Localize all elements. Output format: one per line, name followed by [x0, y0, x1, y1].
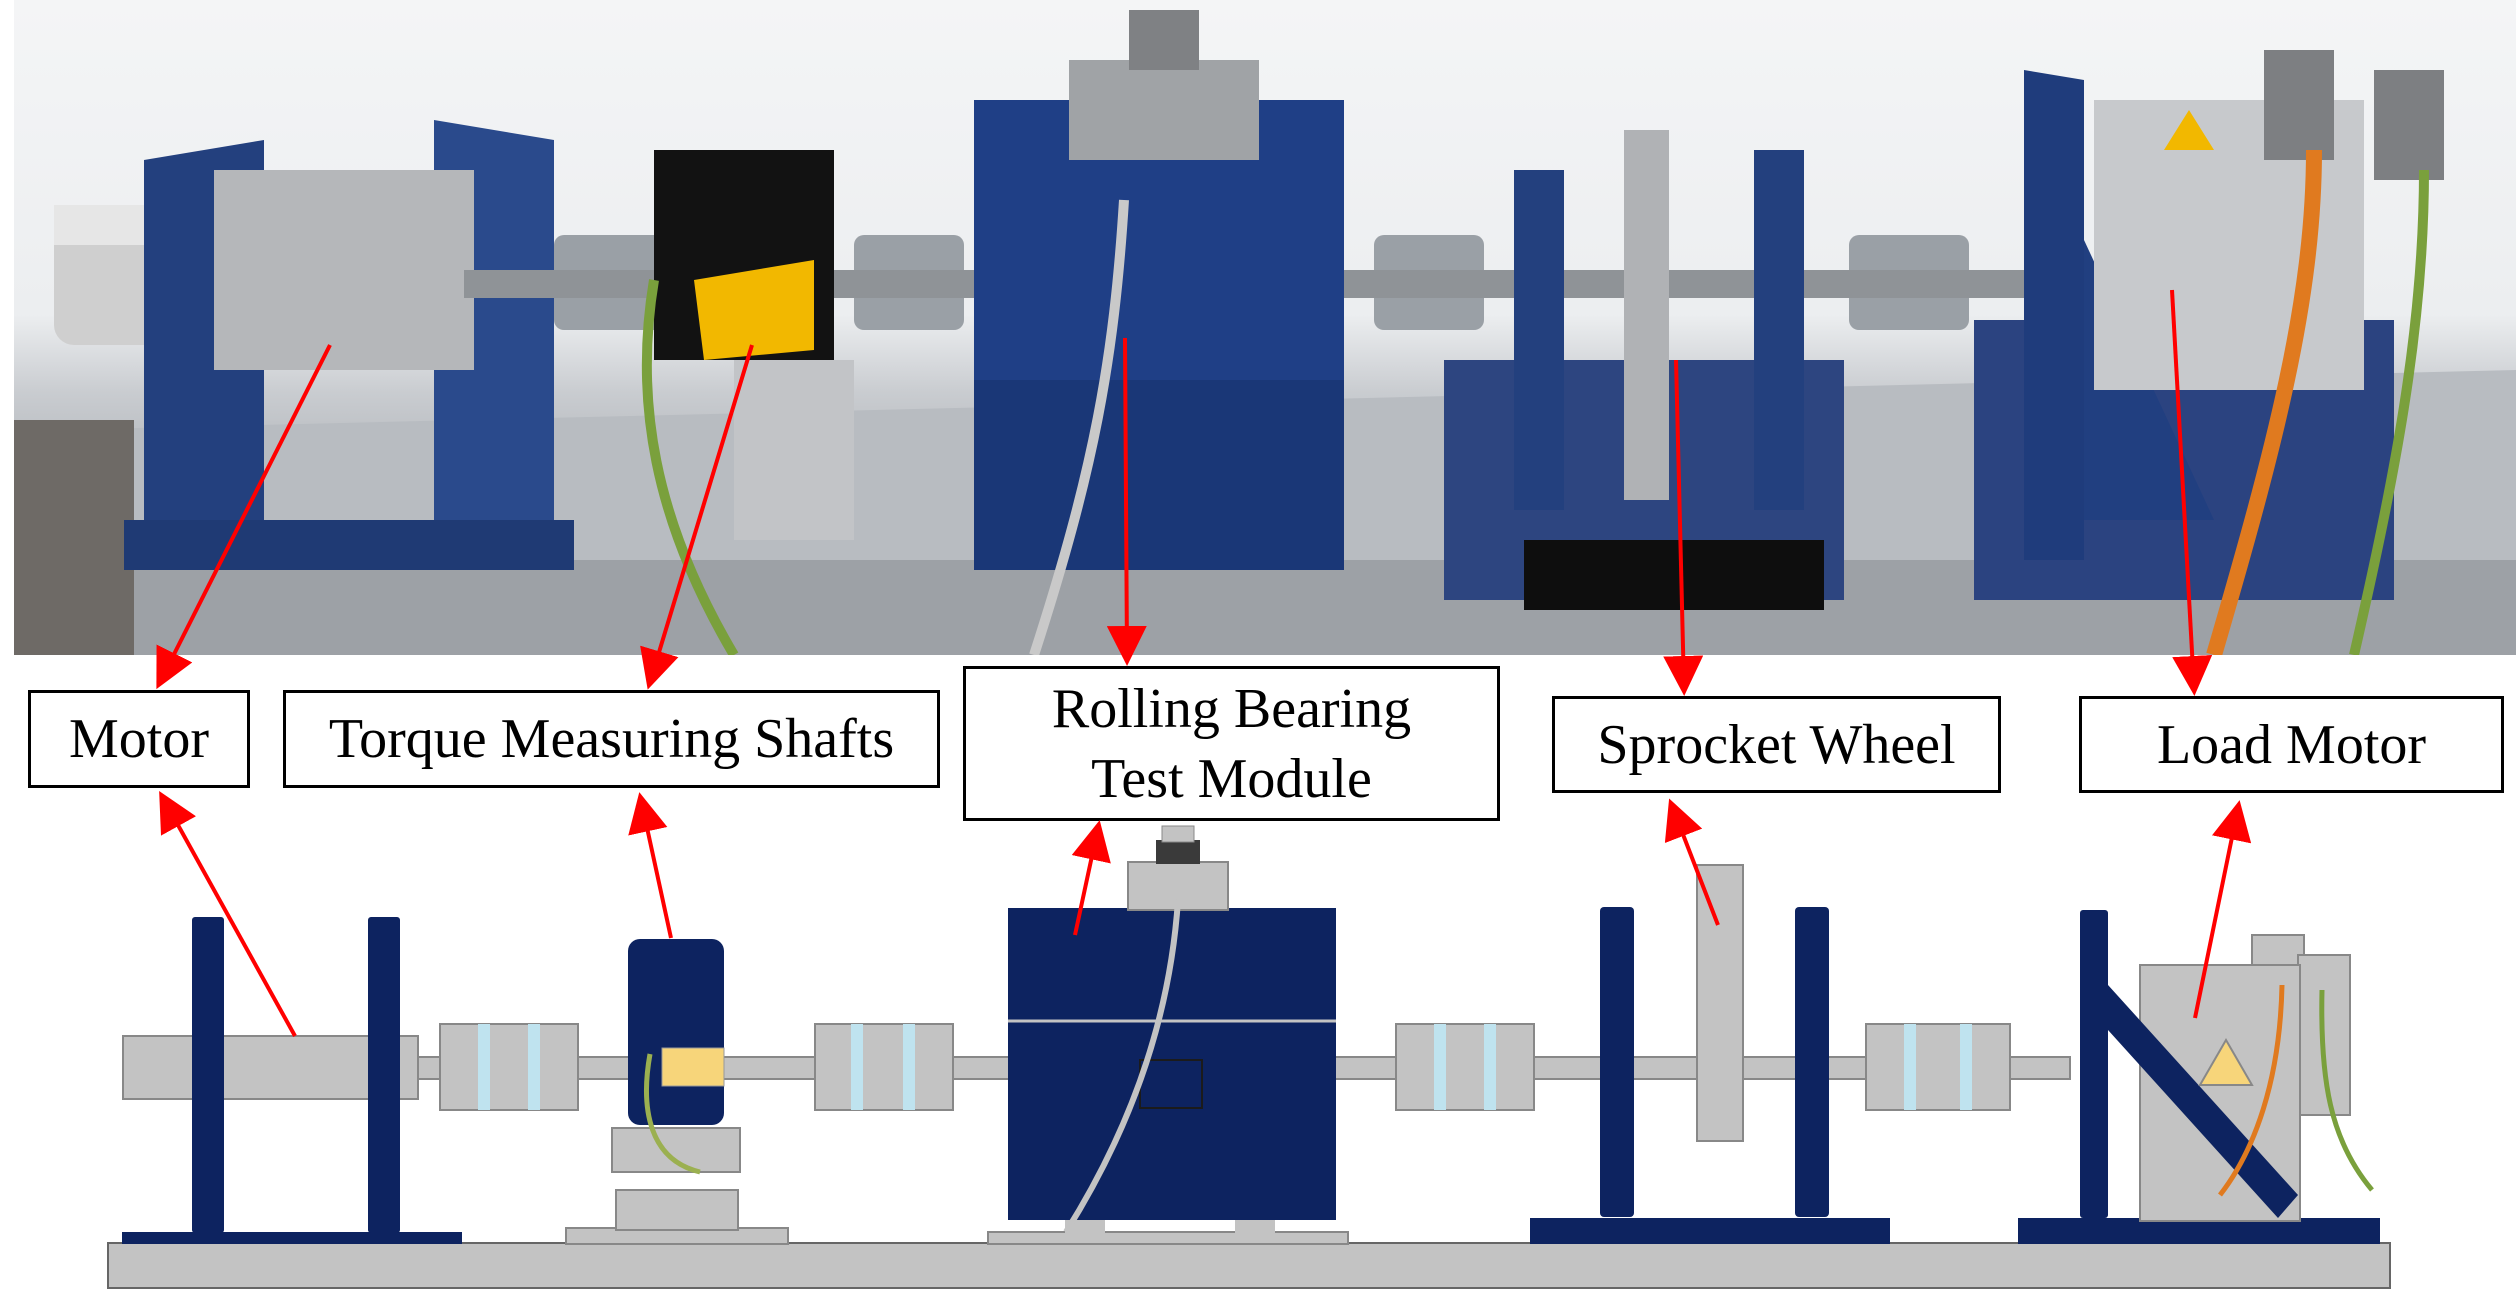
warning-triangle-icon: [2198, 1038, 2254, 1086]
label-torque-text: Torque Measuring Shafts: [328, 708, 895, 770]
left-block: [14, 420, 134, 655]
bearing-cable: [1063, 899, 1181, 1234]
orange-cable: [2218, 984, 2285, 1197]
coupling-2: [814, 1023, 954, 1111]
label-load-motor: Load Motor: [2079, 696, 2504, 793]
label-bearing-text: Rolling Bearing Test Module: [1051, 677, 1412, 810]
sprocket-stand-right: [1795, 907, 1829, 1217]
load-motor-assembly: [2018, 910, 2380, 1244]
label-motor-text: Motor: [69, 708, 209, 770]
coupling-4: [1865, 1023, 2011, 1111]
photo-torque-sensor: [654, 150, 854, 540]
label-motor: Motor: [28, 690, 250, 788]
torque-sensor-label: [661, 1047, 725, 1087]
label-sprocket: Sprocket Wheel: [1552, 696, 2001, 793]
coupling-3: [1395, 1023, 1535, 1111]
base-plate: [107, 1242, 2391, 1289]
torque-sensor: [565, 939, 789, 1245]
photo-bearing-module: [974, 10, 1344, 655]
sprocket-stand-left: [1600, 907, 1634, 1217]
label-sprocket-text: Sprocket Wheel: [1597, 713, 1956, 776]
coupling-1: [439, 1023, 579, 1111]
load-motor-stand: [2080, 910, 2108, 1218]
photo-sprocket: [1444, 130, 1844, 610]
motor-stand-right: [368, 917, 400, 1233]
sprocket-assembly: [1530, 864, 1890, 1244]
load-motor-brace: [2108, 985, 2298, 1218]
label-torque: Torque Measuring Shafts: [283, 690, 940, 788]
label-bearing: Rolling Bearing Test Module: [963, 666, 1500, 821]
warning-triangle-icon: [2164, 110, 2214, 150]
motor-assembly: [122, 917, 462, 1244]
green-cable: [2319, 989, 2374, 1192]
motor-stand-left: [192, 917, 224, 1233]
bearing-module: [987, 825, 1349, 1245]
sprocket-wheel: [1696, 864, 1744, 1142]
label-load-motor-text: Load Motor: [2156, 713, 2427, 776]
test-rig-photo: [14, 0, 2516, 655]
torque-sensor-body: [628, 939, 724, 1125]
